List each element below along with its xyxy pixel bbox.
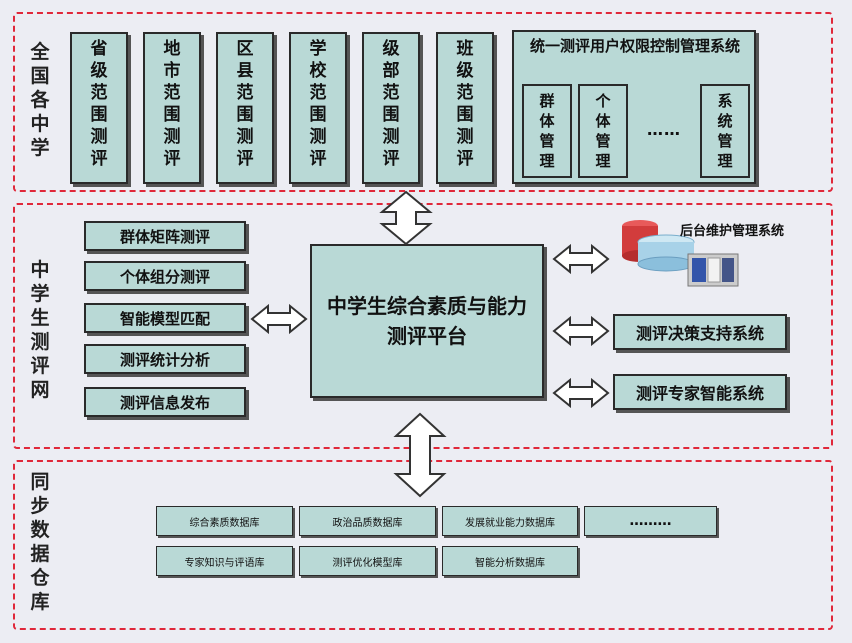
city-scope-box: 地市范围测评	[143, 32, 201, 184]
eval-statistics-item: 测评统计分析	[84, 344, 246, 374]
section-label-student-eval-network: 中学生测评网	[30, 259, 50, 401]
backend-maintenance-label: 后台维护管理系统	[680, 224, 785, 239]
rights-ellipsis: ……	[647, 120, 681, 139]
group-management-box: 群体管理	[522, 84, 572, 178]
more-databases-ellipsis: ………	[584, 506, 717, 536]
system-management-box: 系统管理	[700, 84, 750, 178]
school-scope-box: 学校范围测评	[289, 32, 347, 184]
backend-maintenance-system: 后台维护管理系统	[618, 212, 828, 292]
political-quality-db: 政治品质数据库	[299, 506, 436, 536]
double-arrow-left-menu	[250, 304, 308, 334]
expert-knowledge-db: 专家知识与评语库	[156, 546, 293, 576]
provincial-scope-box: 省级范围测评	[70, 32, 128, 184]
smart-analysis-db: 智能分析数据库	[442, 546, 578, 576]
employment-ability-db: 发展就业能力数据库	[442, 506, 578, 536]
expert-intelligent-system: 测评专家智能系统	[613, 374, 787, 410]
central-eval-platform: 中学生综合素质与能力测评平台	[310, 244, 544, 398]
double-arrow-vertical-top	[379, 190, 433, 246]
database-server-icon	[622, 220, 739, 287]
individual-component-eval-item: 个体组分测评	[84, 261, 246, 291]
double-arrow-expert	[552, 378, 610, 408]
eval-optimization-model-db: 测评优化模型库	[299, 546, 436, 576]
eval-info-release-item: 测评信息发布	[84, 387, 246, 417]
section-label-sync-data-warehouse: 同步数据仓库	[30, 471, 50, 613]
group-matrix-eval-item: 群体矩阵测评	[84, 221, 246, 251]
rights-control-system: 统一测评用户权限控制管理系统 群体管理 个体管理 …… 系统管理	[512, 30, 756, 184]
class-scope-box: 班级范围测评	[436, 32, 494, 184]
decision-support-system: 测评决策支持系统	[613, 314, 787, 350]
rights-control-title: 统一测评用户权限控制管理系统	[529, 37, 740, 55]
smart-model-matching-item: 智能模型匹配	[84, 303, 246, 333]
comprehensive-quality-db: 综合素质数据库	[156, 506, 293, 536]
section-label-all-schools: 全国各中学	[30, 41, 50, 159]
double-arrow-vertical-bottom	[393, 412, 447, 498]
section-all-schools	[13, 12, 833, 192]
grade-scope-box: 级部范围测评	[362, 32, 420, 184]
double-arrow-decision	[552, 316, 610, 346]
individual-management-box: 个体管理	[578, 84, 628, 178]
district-scope-box: 区县范围测评	[216, 32, 274, 184]
double-arrow-backend	[552, 244, 610, 274]
